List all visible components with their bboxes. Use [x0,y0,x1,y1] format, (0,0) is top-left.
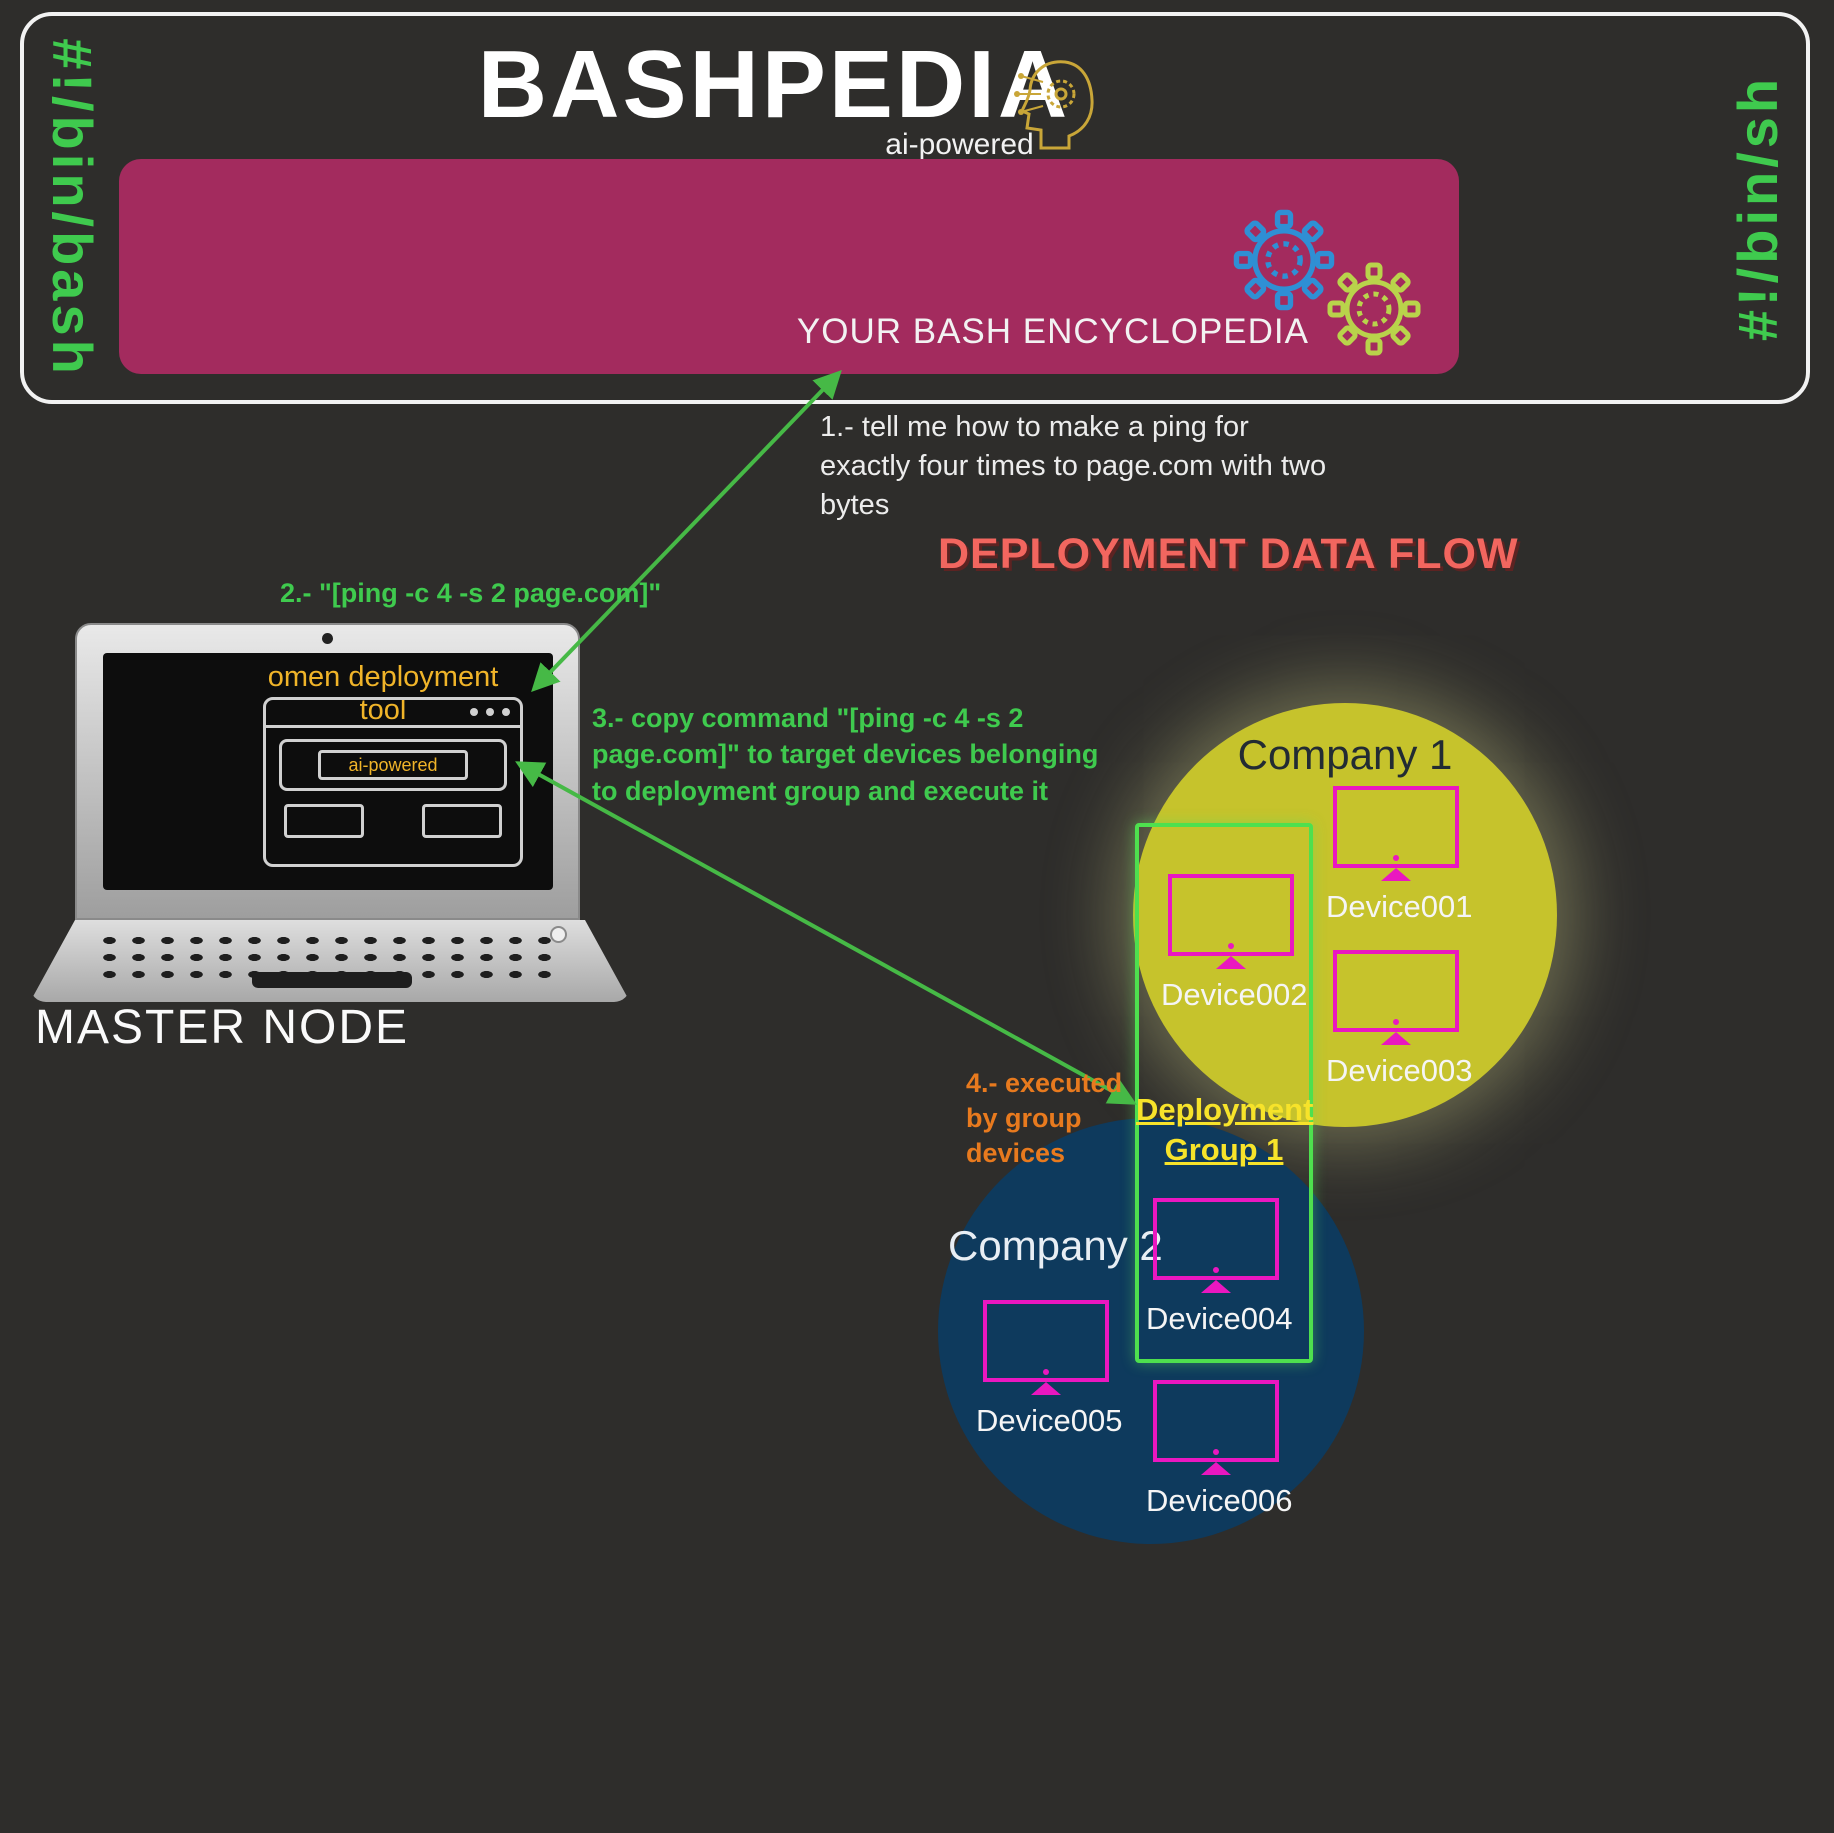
monitor-stand-icon [1201,1462,1231,1475]
monitor-icon [1153,1380,1279,1462]
device-label: Device005 [976,1403,1123,1438]
window-button-left [284,804,364,838]
header-banner: #!/bin/bash #!/bin/sh BASHPEDIA ai-power… [20,12,1810,404]
flow-step-4: 4.- executed by group devices [966,1068,1123,1169]
monitor-stand-icon [1201,1280,1231,1293]
flow-step-1: 1.- tell me how to make a ping for exact… [820,411,1327,522]
device-003: Device003 [1326,950,1473,1089]
device-006: Device006 [1146,1380,1293,1519]
device-005: Device005 [976,1300,1123,1439]
gear-icon [1324,259,1424,364]
page-title: BASHPEDIA [477,31,1071,138]
tagline-text: YOUR BASH ENCYCLOPEDIA [796,312,1309,351]
device-002: Device002 [1161,874,1308,1013]
monitor-stand-icon [1381,868,1411,881]
gear-icon [1230,206,1338,319]
laptop-display: omen deployment tool ai-powered [103,653,553,890]
device-001: Device001 [1326,786,1473,925]
deployment-tool-title: omen deployment tool [267,661,499,726]
monitor-icon [1168,874,1294,956]
webcam-dot-icon [322,633,333,644]
shebang-bash-text: #!/bin/bash [41,38,104,378]
ai-powered-badge: ai-powered [317,750,469,780]
monitor-icon [983,1300,1109,1382]
arrow-deploy [515,761,1137,1105]
device-label: Device002 [1161,977,1308,1012]
deployment-group-box [1135,823,1313,1363]
master-node-label: MASTER NODE [35,1001,410,1054]
window-titlebar [266,700,520,728]
ai-head-icon [1012,56,1104,165]
device-label: Device004 [1146,1301,1293,1336]
window-button-right [422,804,502,838]
arrow-query [531,369,842,693]
deployment-group-label: Deployment Group 1 [1136,1092,1314,1168]
shebang-sh-text: #!/bin/sh [1726,74,1789,342]
window-buttons-icon [470,708,510,716]
monitor-stand-icon [1381,1032,1411,1045]
page-subtitle: ai-powered [885,128,1034,161]
device-label: Device006 [1146,1483,1293,1518]
power-button-icon [550,926,567,943]
monitor-stand-icon [1216,956,1246,969]
device-label: Device003 [1326,1053,1473,1088]
monitor-icon [1333,786,1459,868]
device-004: Device004 [1146,1198,1293,1337]
flow-step-3: 3.- copy command "[ping -c 4 -s 2 page.c… [592,703,1099,806]
deployment-tool-window: ai-powered [263,697,523,867]
device-label: Device001 [1326,889,1473,924]
monitor-icon [1333,950,1459,1032]
window-panel: ai-powered [279,739,507,791]
window-button-row [284,804,502,838]
company2-label: Company 2 [948,1222,1163,1269]
monitor-icon [1153,1198,1279,1280]
monitor-stand-icon [1031,1382,1061,1395]
flow-step-2: 2.- "[ping -c 4 -s 2 page.com]" [280,578,662,608]
laptop-spacebar [252,972,412,988]
flow-title: DEPLOYMENT DATA FLOW [938,530,1519,578]
company1-label: Company 1 [1237,731,1453,778]
